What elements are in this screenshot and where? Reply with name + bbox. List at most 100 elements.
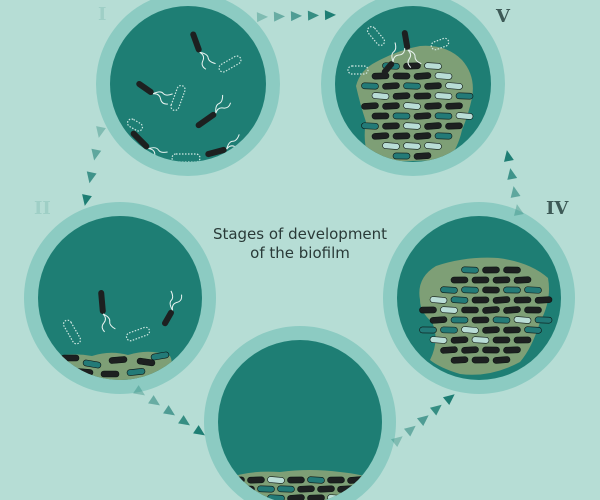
flagellated-bacterium	[195, 94, 232, 129]
flagellated-bacterium	[98, 290, 116, 333]
arrow-iii-to-iv	[390, 394, 455, 448]
bacterium-cell	[434, 112, 453, 120]
bacterium-cell	[382, 82, 400, 90]
flagellum	[152, 91, 173, 96]
flagellum	[392, 48, 406, 62]
bacterium-cell	[524, 286, 542, 294]
bacterium-cell	[361, 102, 379, 110]
bacterium-cell	[126, 368, 146, 376]
bacterium-cell	[482, 286, 500, 294]
bacterium-cell	[445, 122, 463, 130]
arrow-chevron	[403, 425, 416, 437]
arrow-iv-to-v	[503, 150, 524, 216]
bacterium-cell	[440, 326, 458, 334]
bacterium-cell	[307, 476, 325, 484]
flagellum	[199, 51, 207, 70]
flagellated-bacterium	[190, 31, 216, 70]
bacterium-cell	[461, 346, 479, 354]
stage-3-dish	[204, 326, 396, 500]
bacterium-cell	[524, 326, 542, 334]
bacterium-cell	[503, 286, 521, 294]
bacterium-cell	[471, 296, 490, 304]
bacterium-cell	[100, 370, 120, 378]
bacterium-cell	[413, 72, 432, 80]
bacterium-cell	[429, 336, 448, 344]
bacterium-cell	[108, 356, 128, 364]
diagram-caption: Stages of development of the biofilm	[180, 225, 420, 263]
bacterium-cell	[513, 296, 532, 304]
stage-1-bacteria	[126, 31, 245, 162]
bacterium-body	[130, 130, 150, 150]
bacterium-cell	[371, 92, 390, 100]
fimbriated-bacterium	[62, 319, 82, 345]
flagellum	[148, 147, 168, 153]
stage-2-bacteria	[60, 290, 183, 378]
bacterium-cell	[371, 132, 390, 140]
bacterium-cell	[455, 92, 474, 100]
bacterium-cell	[445, 82, 463, 90]
arrow-v-to-i	[256, 10, 336, 23]
bacterium-cell	[82, 359, 102, 369]
bacterium-cell	[424, 82, 442, 90]
stage-label-v: V	[495, 6, 511, 27]
bacterium-cell	[482, 346, 500, 354]
fimbriated-bacterium	[366, 26, 386, 46]
caption-line-1: Stages of development	[212, 225, 388, 243]
bacterium-cell	[450, 356, 469, 364]
bacterium-cell	[371, 112, 390, 120]
fimbriated-bacterium	[430, 37, 450, 51]
arrow-chevron	[178, 415, 190, 426]
arrow-chevron	[416, 415, 429, 427]
bacterium-cell	[424, 142, 442, 150]
arrow-chevron	[193, 425, 205, 436]
bacterium-cell	[434, 132, 453, 140]
stage-1-dish	[96, 0, 280, 176]
bacterium-body	[195, 111, 217, 129]
bacterium-cell	[482, 326, 500, 334]
bacterium-cell	[403, 62, 421, 70]
arrow-chevron	[91, 148, 102, 161]
bacterium-cell	[307, 494, 325, 500]
arrow-i-to-ii	[82, 126, 106, 206]
fimbriated-bacterium	[347, 65, 369, 75]
bacterium-cell	[455, 112, 474, 120]
bacterium-cell	[440, 286, 458, 294]
bacterium-body	[136, 80, 154, 96]
flagellum	[199, 51, 216, 65]
flagellum	[407, 49, 412, 68]
bacterium-cell	[471, 276, 490, 284]
bacterium-cell	[317, 485, 335, 493]
arrow-chevron	[290, 11, 302, 22]
bacterium-cell	[471, 336, 490, 344]
fimbriated-bacterium	[125, 326, 151, 342]
flagellated-bacterium	[136, 80, 173, 105]
bacterium-cell	[503, 306, 521, 314]
bacterium-cell	[403, 122, 421, 130]
bacterium-cell	[492, 296, 511, 304]
bacterium-cell	[440, 346, 458, 354]
flagellum	[153, 93, 168, 105]
bacterium-cell	[524, 306, 542, 314]
arrow-chevron	[307, 10, 319, 21]
bacterium-cell	[287, 476, 305, 484]
arrow-chevron	[390, 436, 403, 448]
bacterium-cell	[403, 142, 421, 150]
arrow-chevron	[273, 11, 285, 22]
bacterium-cell	[382, 122, 400, 130]
flagellum	[102, 313, 116, 330]
bacterium-cell	[413, 92, 432, 100]
stage-4-bacteria	[419, 266, 553, 364]
arrow-chevron	[256, 12, 268, 23]
stage-label-i: I	[98, 4, 106, 25]
bacterium-cell	[424, 102, 442, 110]
bacterium-cell	[413, 112, 432, 120]
bacterium-cell	[247, 476, 265, 484]
bacterium-cell	[492, 356, 511, 364]
bacterium-body	[190, 31, 202, 53]
bacterium-cell	[267, 476, 285, 484]
bacterium-cell	[482, 266, 500, 274]
fimbriated-bacterium	[171, 153, 201, 162]
arrow-chevron	[507, 168, 518, 180]
